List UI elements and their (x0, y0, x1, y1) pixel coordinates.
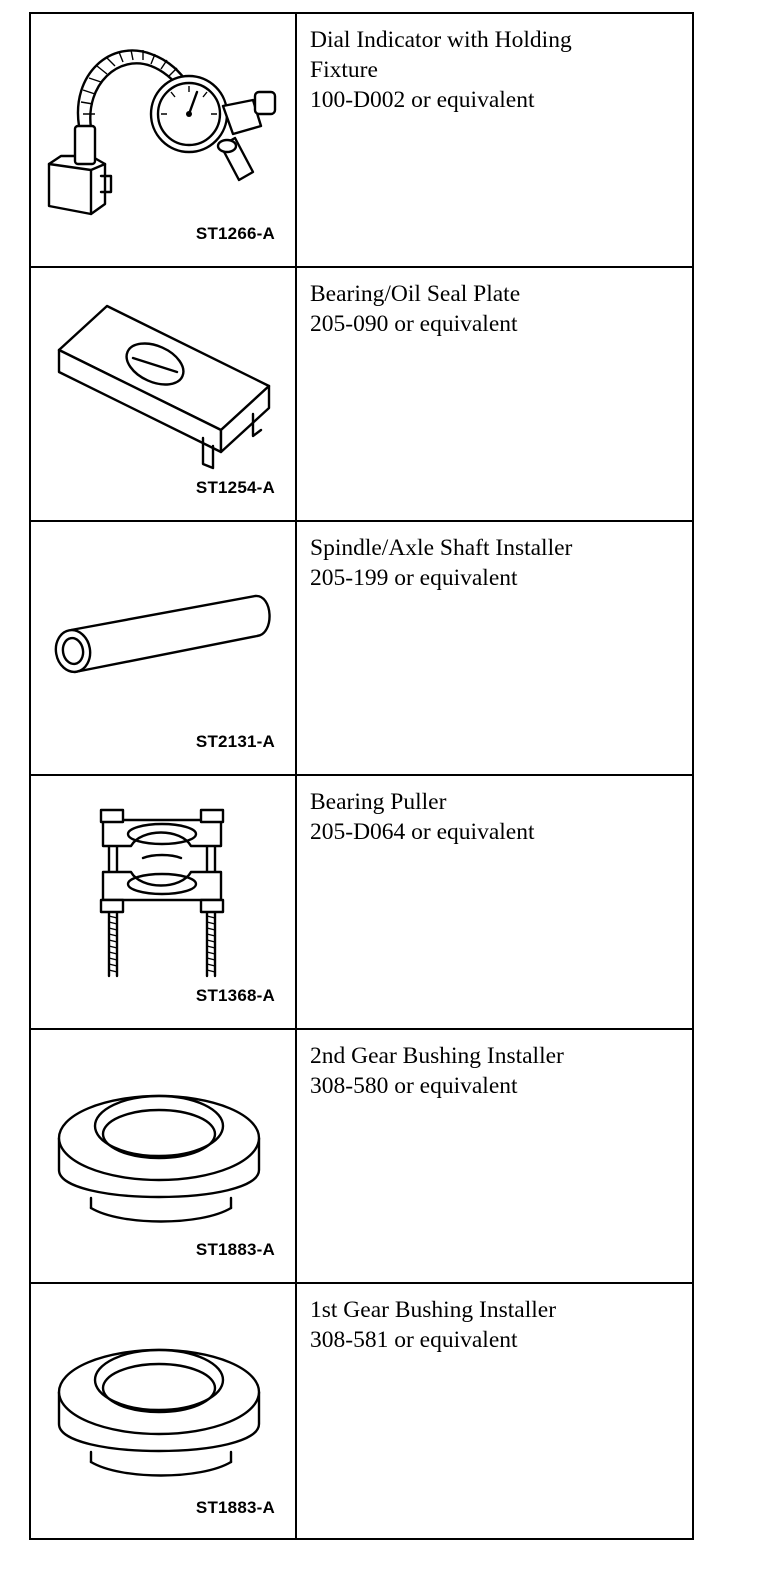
tool-description: Spindle/Axle Shaft Installer 205-199 or … (297, 522, 692, 774)
tool-illustration-cell: ST1266-A (31, 14, 297, 266)
bushing-installer-icon (57, 1348, 261, 1477)
dial-indicator-icon (47, 49, 277, 216)
tool-part-number: 308-581 or equivalent (310, 1327, 518, 1353)
tool-illustration-cell: ST1883-A (31, 1030, 297, 1282)
tool-description: Bearing Puller 205-D064 or equivalent (297, 776, 692, 1028)
tool-row: ST1883-A 2nd Gear Bushing Installer 308-… (31, 1030, 692, 1284)
illustration-code: ST1883-A (195, 1498, 275, 1517)
tool-description: Dial Indicator with Holding Fixture 100-… (297, 14, 692, 266)
bearing-puller-icon (99, 808, 225, 978)
tool-description: 2nd Gear Bushing Installer 308-580 or eq… (297, 1030, 692, 1282)
tool-name: Bearing/Oil Seal Plate (310, 281, 521, 307)
bushing-installer-icon (57, 1094, 261, 1223)
tool-illustration-cell: ST1883-A (31, 1284, 297, 1540)
tool-part-number: 205-090 or equivalent (310, 311, 518, 337)
tool-row: ST1266-A Dial Indicator with Holding Fix… (31, 14, 692, 268)
tool-name: Spindle/Axle Shaft Installer (310, 535, 573, 561)
tool-name-continued: Fixture (310, 57, 378, 83)
tool-row: ST2131-A Spindle/Axle Shaft Installer 20… (31, 522, 692, 776)
tool-part-number: 100-D002 or equivalent (310, 87, 535, 113)
tool-part-number: 205-D064 or equivalent (310, 819, 535, 845)
tool-name: Bearing Puller (310, 789, 447, 815)
shaft-installer-icon (54, 594, 271, 674)
tool-illustration-cell: ST2131-A (31, 522, 297, 774)
tool-name: Dial Indicator with Holding (310, 27, 572, 53)
illustration-code: ST1266-A (195, 224, 275, 243)
tool-name: 2nd Gear Bushing Installer (310, 1043, 564, 1069)
tool-description: 1st Gear Bushing Installer 308-581 or eq… (297, 1284, 692, 1540)
tool-illustration-cell: ST1254-A (31, 268, 297, 520)
tool-row: ST1883-A 1st Gear Bushing Installer 308-… (31, 1284, 692, 1540)
tool-description: Bearing/Oil Seal Plate 205-090 or equiva… (297, 268, 692, 520)
tool-row: ST1368-A Bearing Puller 205-D064 or equi… (31, 776, 692, 1030)
seal-plate-icon (57, 304, 271, 470)
tool-part-number: 205-199 or equivalent (310, 565, 518, 591)
tool-name: 1st Gear Bushing Installer (310, 1297, 557, 1323)
special-tools-table: ST1266-A Dial Indicator with Holding Fix… (29, 12, 694, 1540)
tool-illustration-cell: ST1368-A (31, 776, 297, 1028)
illustration-code: ST2131-A (195, 732, 275, 751)
tool-part-number: 308-580 or equivalent (310, 1073, 518, 1099)
illustration-code: ST1254-A (195, 478, 275, 497)
illustration-code: ST1883-A (195, 1240, 275, 1259)
illustration-code: ST1368-A (195, 986, 275, 1005)
tool-row: ST1254-A Bearing/Oil Seal Plate 205-090 … (31, 268, 692, 522)
